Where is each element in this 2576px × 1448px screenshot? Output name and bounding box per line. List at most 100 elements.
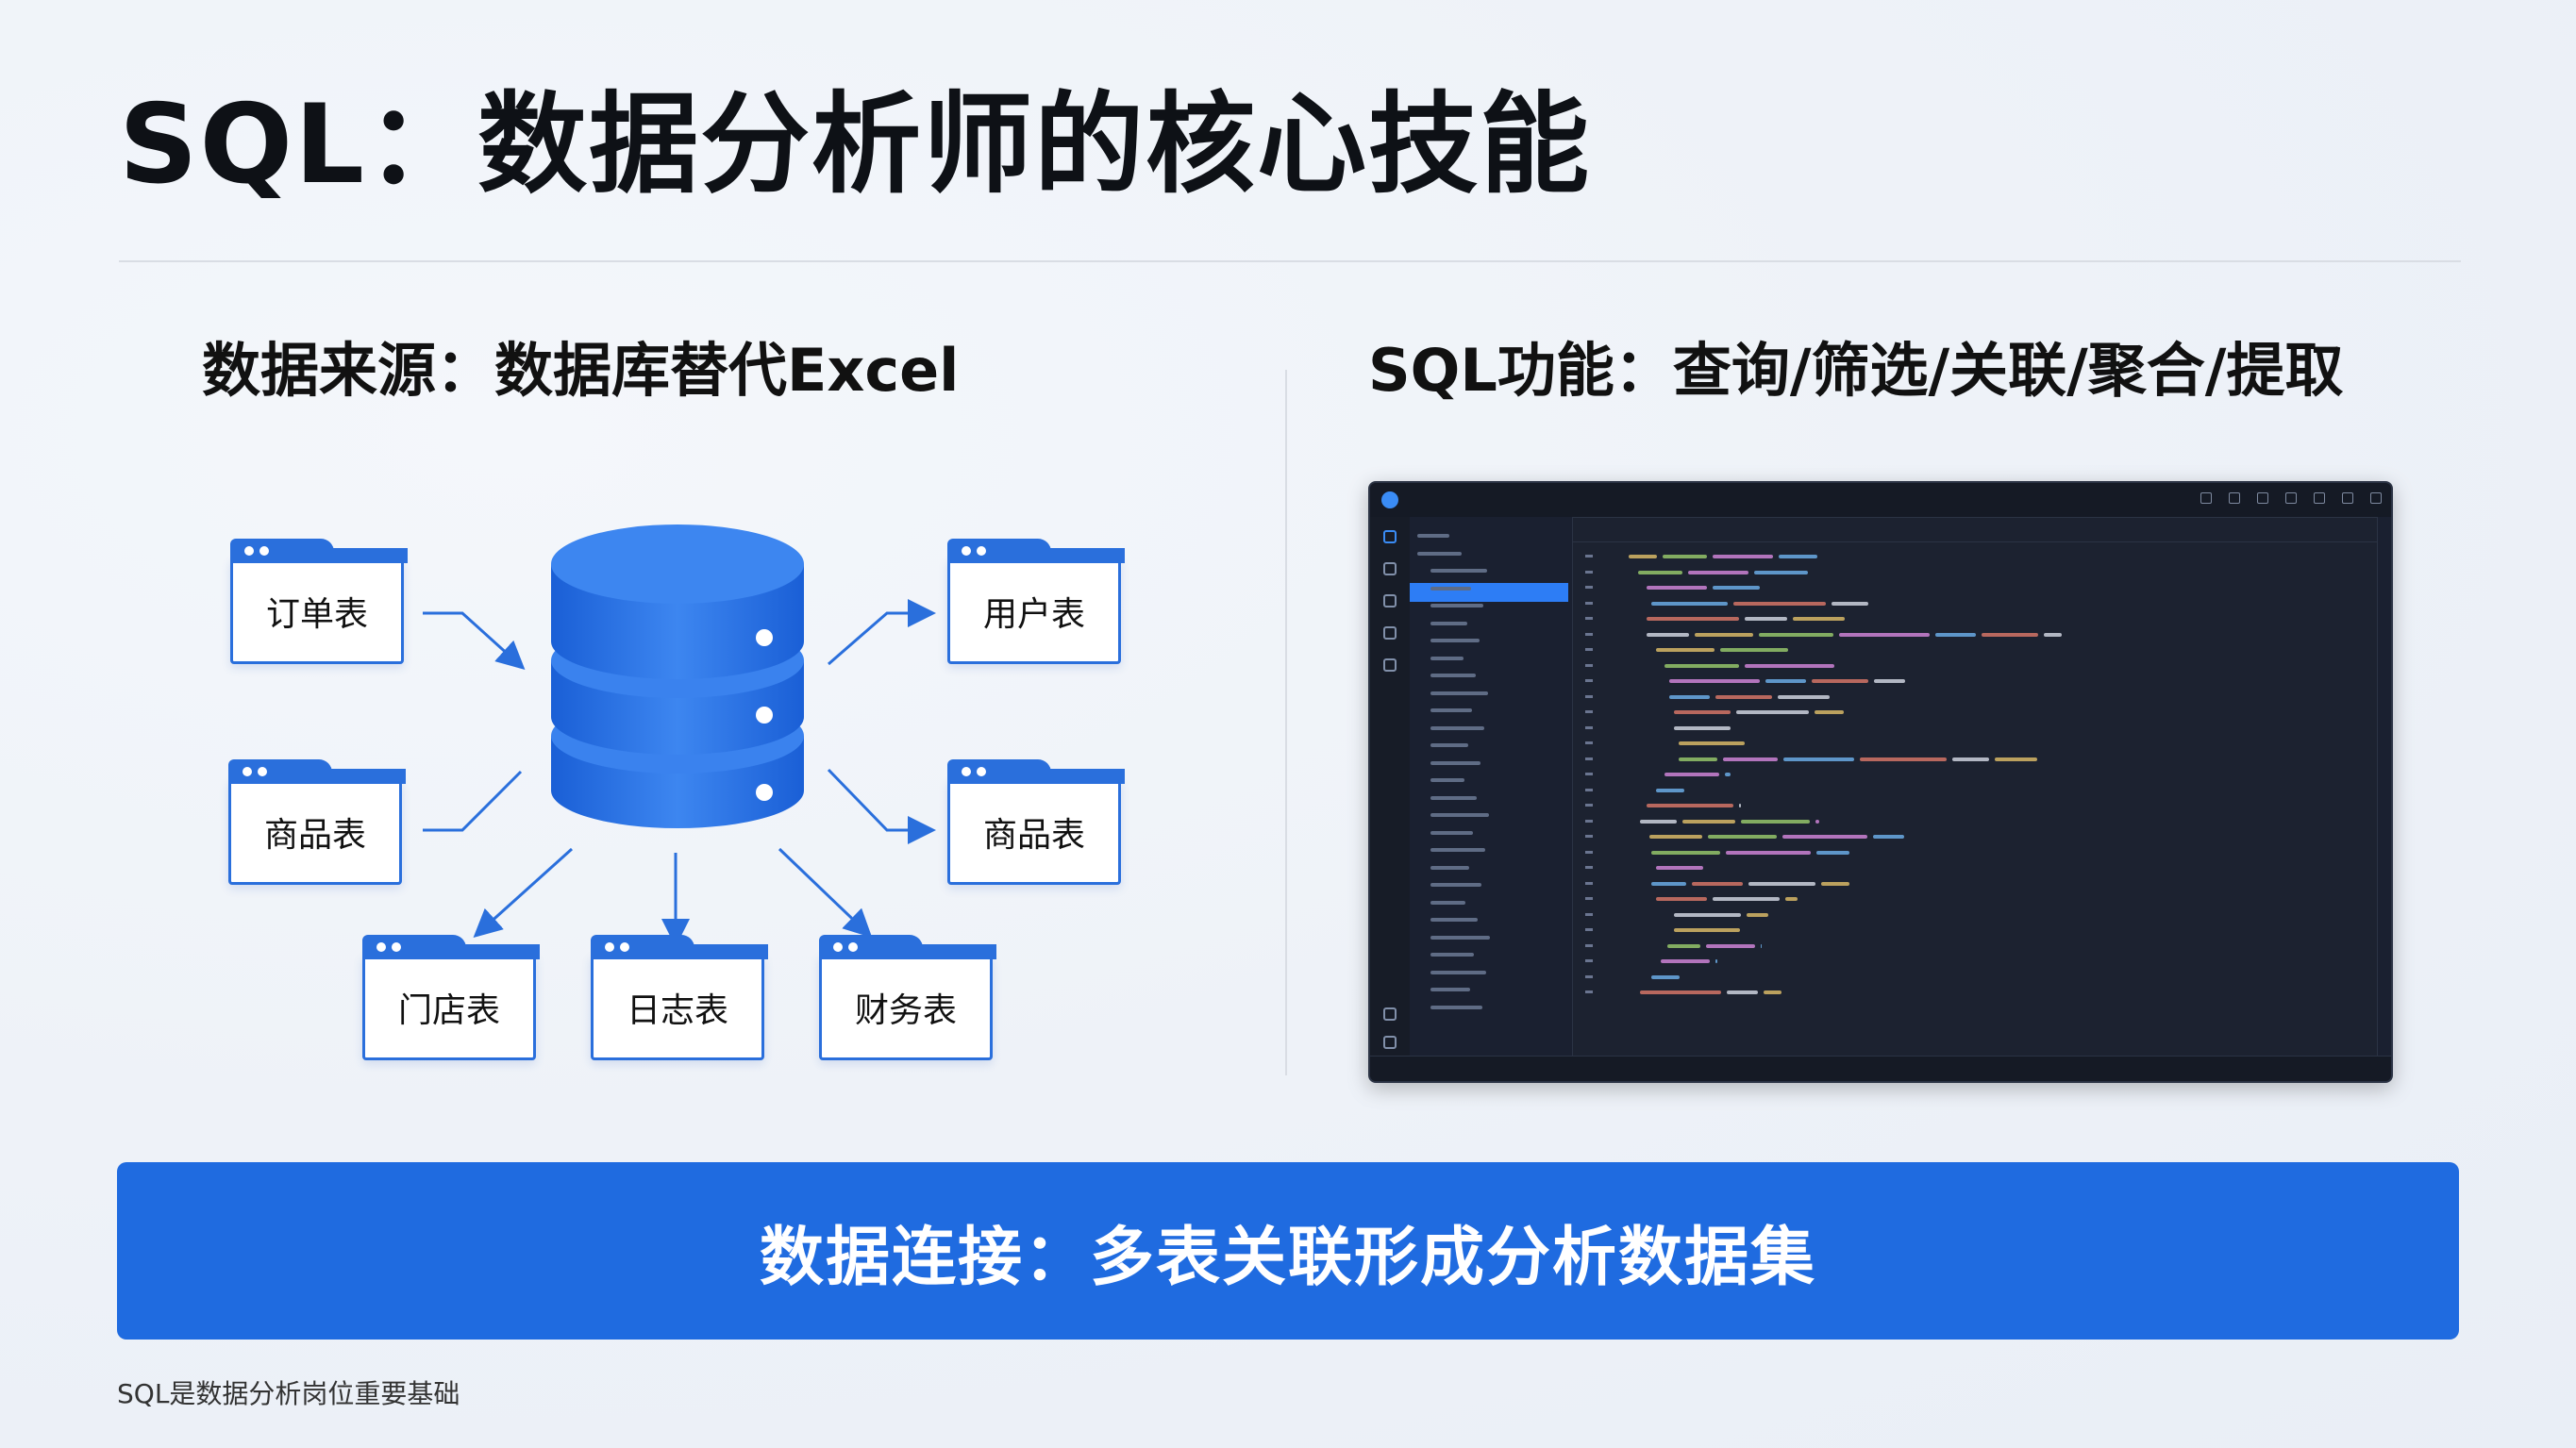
tree-item-placeholder bbox=[1430, 988, 1470, 991]
table-folder-users: 用户表 bbox=[947, 539, 1125, 664]
code-token-placeholder bbox=[1722, 757, 1778, 761]
code-token-placeholder bbox=[1647, 586, 1708, 590]
line-number-placeholder bbox=[1585, 990, 1593, 993]
code-token-placeholder bbox=[1821, 881, 1849, 886]
line-number-placeholder bbox=[1585, 881, 1593, 885]
code-token-placeholder bbox=[1715, 694, 1773, 699]
line-number-placeholder bbox=[1585, 710, 1593, 713]
code-token-placeholder bbox=[1760, 943, 1762, 948]
code-token-placeholder bbox=[1982, 632, 2039, 637]
right-section-heading: SQL功能：查询/筛选/关联/聚合/提取 bbox=[1368, 336, 2344, 405]
line-number-placeholder bbox=[1585, 974, 1593, 978]
explorer-icon bbox=[1383, 530, 1397, 543]
code-token-placeholder bbox=[1655, 788, 1684, 792]
tree-item-placeholder bbox=[1430, 865, 1469, 870]
connector-arrows bbox=[423, 599, 936, 947]
banner-text: 数据连接：多表关联形成分析数据集 bbox=[759, 1220, 1816, 1295]
line-number-placeholder bbox=[1585, 648, 1593, 651]
code-token-placeholder bbox=[1832, 601, 1868, 606]
code-token-placeholder bbox=[1655, 648, 1715, 652]
search-icon bbox=[1383, 562, 1397, 575]
code-token-placeholder bbox=[1705, 943, 1755, 948]
tree-item-placeholder bbox=[1430, 813, 1489, 817]
tree-item-placeholder bbox=[1430, 953, 1474, 957]
code-token-placeholder bbox=[1648, 835, 1702, 839]
code-token-placeholder bbox=[1727, 990, 1758, 994]
code-token-placeholder bbox=[1664, 663, 1740, 668]
tree-item-placeholder bbox=[1430, 1005, 1482, 1009]
code-token-placeholder bbox=[1733, 601, 1826, 606]
tree-item-placeholder bbox=[1430, 656, 1464, 660]
code-token-placeholder bbox=[1687, 570, 1748, 574]
line-number-placeholder bbox=[1585, 555, 1593, 558]
line-number-placeholder bbox=[1585, 804, 1593, 807]
code-token-placeholder bbox=[1655, 866, 1703, 870]
code-token-placeholder bbox=[1779, 555, 1817, 558]
tree-item-placeholder bbox=[1430, 935, 1490, 940]
tree-item-placeholder bbox=[1430, 918, 1478, 922]
table-label: 财务表 bbox=[854, 991, 957, 1030]
table-folder-products-left: 商品表 bbox=[228, 759, 406, 885]
code-token-placeholder bbox=[1712, 897, 1780, 901]
code-token-placeholder bbox=[1765, 679, 1807, 683]
line-number-placeholder bbox=[1585, 725, 1593, 729]
sql-editor-screenshot bbox=[1368, 481, 2393, 1083]
code-token-placeholder bbox=[1663, 555, 1707, 558]
code-token-placeholder bbox=[1637, 570, 1682, 574]
code-token-placeholder bbox=[1748, 881, 1815, 886]
code-token-placeholder bbox=[1669, 694, 1711, 699]
code-token-placeholder bbox=[1651, 974, 1680, 979]
code-token-placeholder bbox=[1664, 773, 1720, 776]
line-number-placeholder bbox=[1585, 773, 1593, 775]
table-label: 商品表 bbox=[982, 816, 1085, 855]
code-token-placeholder bbox=[1781, 835, 1867, 839]
code-token-placeholder bbox=[1669, 679, 1761, 683]
tree-item-placeholder bbox=[1430, 900, 1465, 905]
history-icon bbox=[1383, 626, 1397, 640]
line-number-placeholder bbox=[1585, 819, 1593, 823]
tree-item-placeholder bbox=[1417, 534, 1449, 538]
code-token-placeholder bbox=[1629, 555, 1657, 558]
tree-item-placeholder bbox=[1430, 848, 1485, 852]
code-token-placeholder bbox=[1713, 555, 1773, 558]
code-token-placeholder bbox=[1764, 990, 1781, 994]
code-area bbox=[1572, 517, 2378, 1057]
code-token-placeholder bbox=[1745, 617, 1788, 621]
extensions-icon bbox=[1383, 658, 1397, 672]
left-section-heading: 数据来源：数据库替代Excel bbox=[202, 336, 960, 405]
code-token-placeholder bbox=[1666, 943, 1700, 948]
line-number-placeholder bbox=[1585, 850, 1593, 854]
table-label: 订单表 bbox=[265, 595, 368, 634]
line-number-placeholder bbox=[1585, 959, 1593, 962]
line-number-placeholder bbox=[1585, 570, 1593, 574]
code-token-placeholder bbox=[1713, 586, 1761, 590]
code-token-placeholder bbox=[1682, 819, 1735, 824]
tree-item-placeholder bbox=[1430, 795, 1477, 800]
account-icon bbox=[1383, 1007, 1397, 1021]
code-token-placeholder bbox=[1753, 570, 1808, 574]
title-divider bbox=[119, 260, 2461, 262]
code-token-placeholder bbox=[2044, 632, 2063, 637]
editor-file-tree bbox=[1410, 517, 1573, 1057]
database-icon bbox=[551, 524, 804, 828]
table-folder-logs: 日志表 bbox=[591, 935, 768, 1060]
code-token-placeholder bbox=[1736, 710, 1809, 714]
editor-titlebar bbox=[1370, 483, 2391, 518]
code-token-placeholder bbox=[1815, 819, 1819, 824]
table-folder-orders: 订单表 bbox=[230, 539, 408, 664]
line-number-placeholder bbox=[1585, 694, 1593, 698]
line-number-placeholder bbox=[1585, 679, 1593, 682]
tree-item-placeholder bbox=[1430, 639, 1480, 642]
line-number-placeholder bbox=[1585, 788, 1593, 791]
code-token-placeholder bbox=[1726, 850, 1811, 855]
code-token-placeholder bbox=[1778, 694, 1831, 699]
line-number-placeholder bbox=[1585, 601, 1593, 605]
code-token-placeholder bbox=[1651, 601, 1728, 606]
code-token-placeholder bbox=[1674, 710, 1731, 714]
code-token-placeholder bbox=[1816, 850, 1849, 855]
code-token-placeholder bbox=[1739, 804, 1742, 807]
editor-activity-rail bbox=[1370, 517, 1411, 1057]
code-token-placeholder bbox=[1741, 819, 1810, 824]
code-token-placeholder bbox=[1719, 648, 1788, 652]
